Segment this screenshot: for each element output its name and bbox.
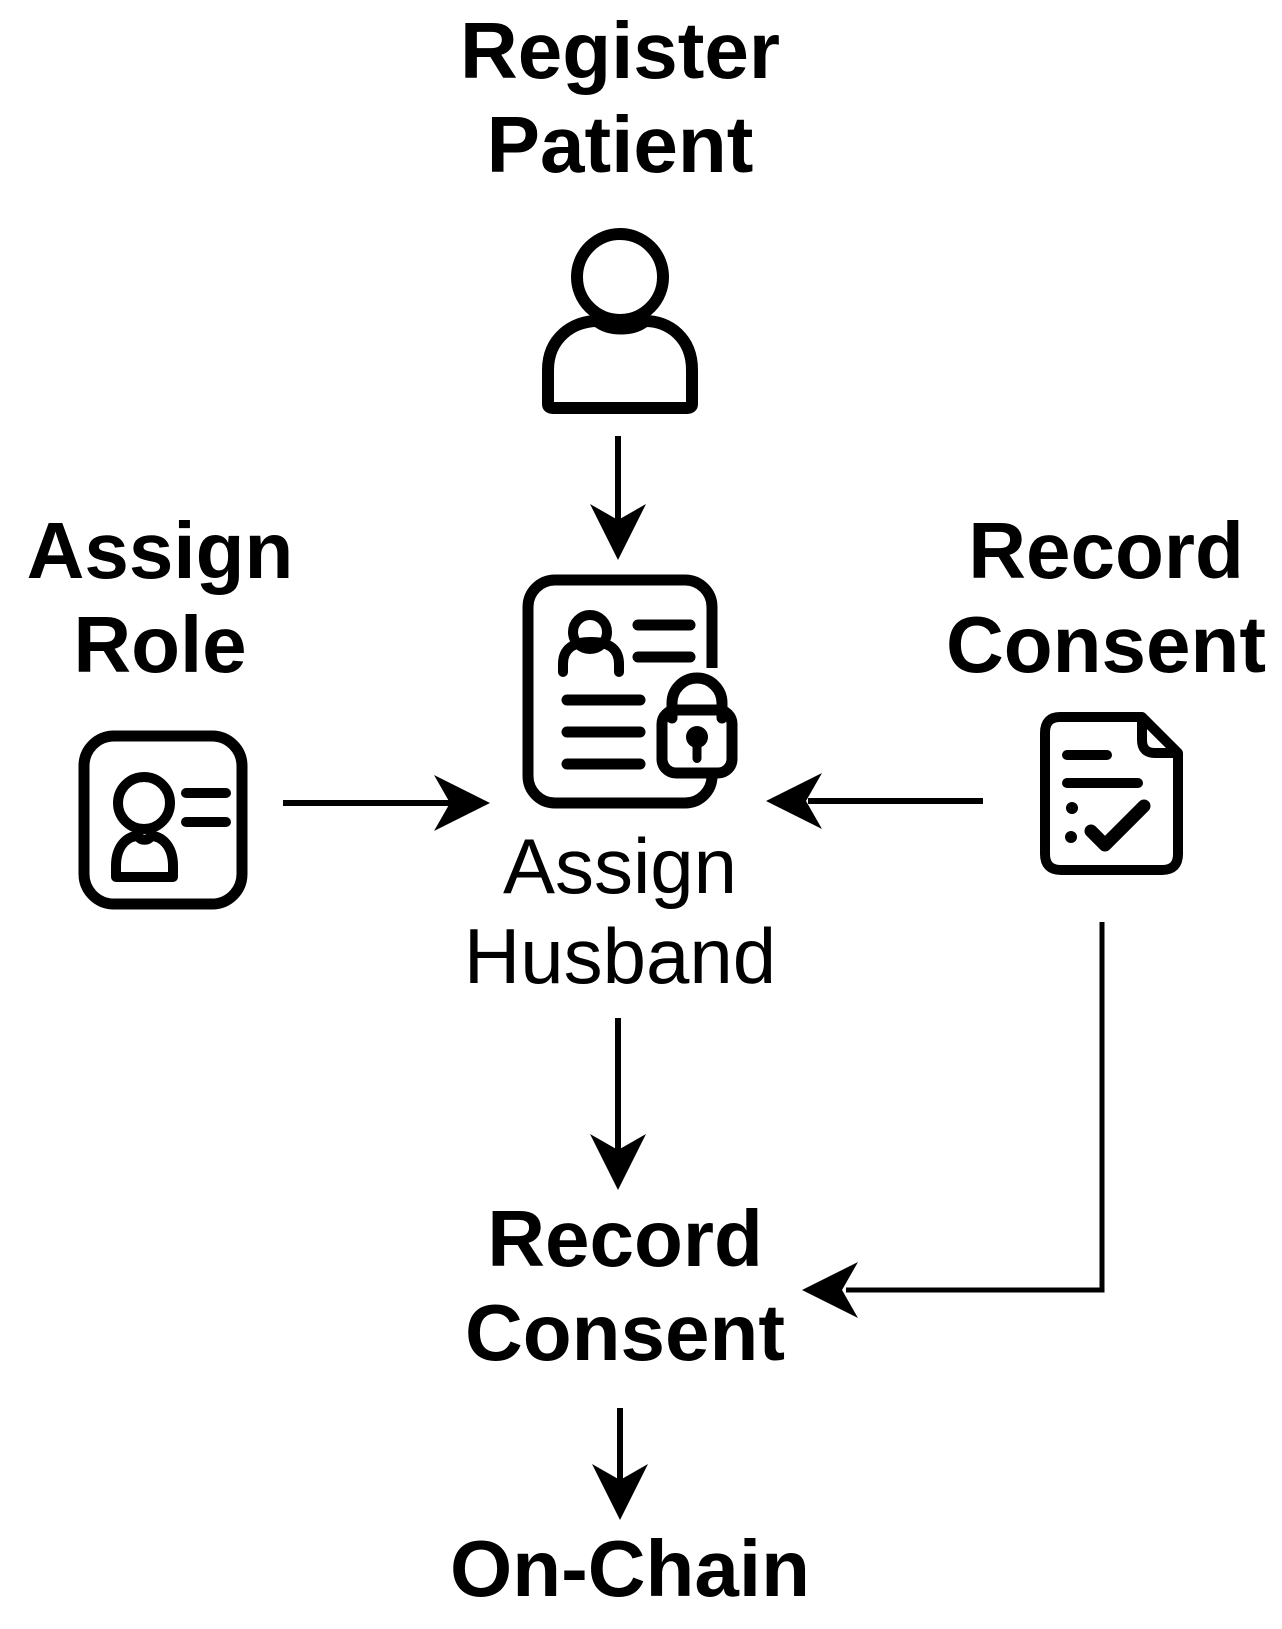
consent-document-check-icon	[1040, 712, 1183, 875]
id-badge-icon	[78, 730, 248, 910]
arrow-patient-to-record	[590, 436, 646, 560]
badge-frame	[78, 730, 248, 910]
consent-checkmark	[1084, 799, 1151, 852]
lock-body	[656, 704, 738, 779]
lock-keyhole-stem	[692, 737, 702, 763]
arrow-record-to-consent-action	[590, 1018, 646, 1190]
assign-role-label: Assign Role	[26, 506, 294, 689]
badge-person-head	[113, 772, 175, 834]
consent-bullet-1	[1066, 802, 1078, 814]
assign-husband-label: Assign Husband	[463, 822, 777, 1000]
on-chain-label: On-Chain	[450, 1524, 810, 1613]
consent-bullet-2	[1065, 831, 1077, 843]
person-head	[571, 228, 669, 326]
person-icon	[542, 228, 698, 414]
record-person-head	[568, 610, 612, 654]
arrow-consent-elbow	[802, 922, 1105, 1318]
register-patient-label: Register Patient	[459, 6, 781, 189]
badge-person-body	[111, 831, 178, 882]
record-consent-action-label: Record Consent	[465, 1194, 785, 1377]
person-body	[542, 315, 698, 414]
lock-shackle	[666, 672, 728, 724]
arrow-consent-to-onchain	[592, 1408, 648, 1520]
consent-doc-outline	[1040, 712, 1183, 875]
record-consent-source-label: Record Consent	[946, 506, 1266, 689]
arrow-consent-to-record	[766, 773, 983, 829]
record-person-body	[558, 637, 624, 677]
arrow-role-to-record	[283, 775, 490, 831]
consent-doc-fold	[1137, 714, 1181, 758]
locked-patient-record-icon	[522, 574, 745, 809]
